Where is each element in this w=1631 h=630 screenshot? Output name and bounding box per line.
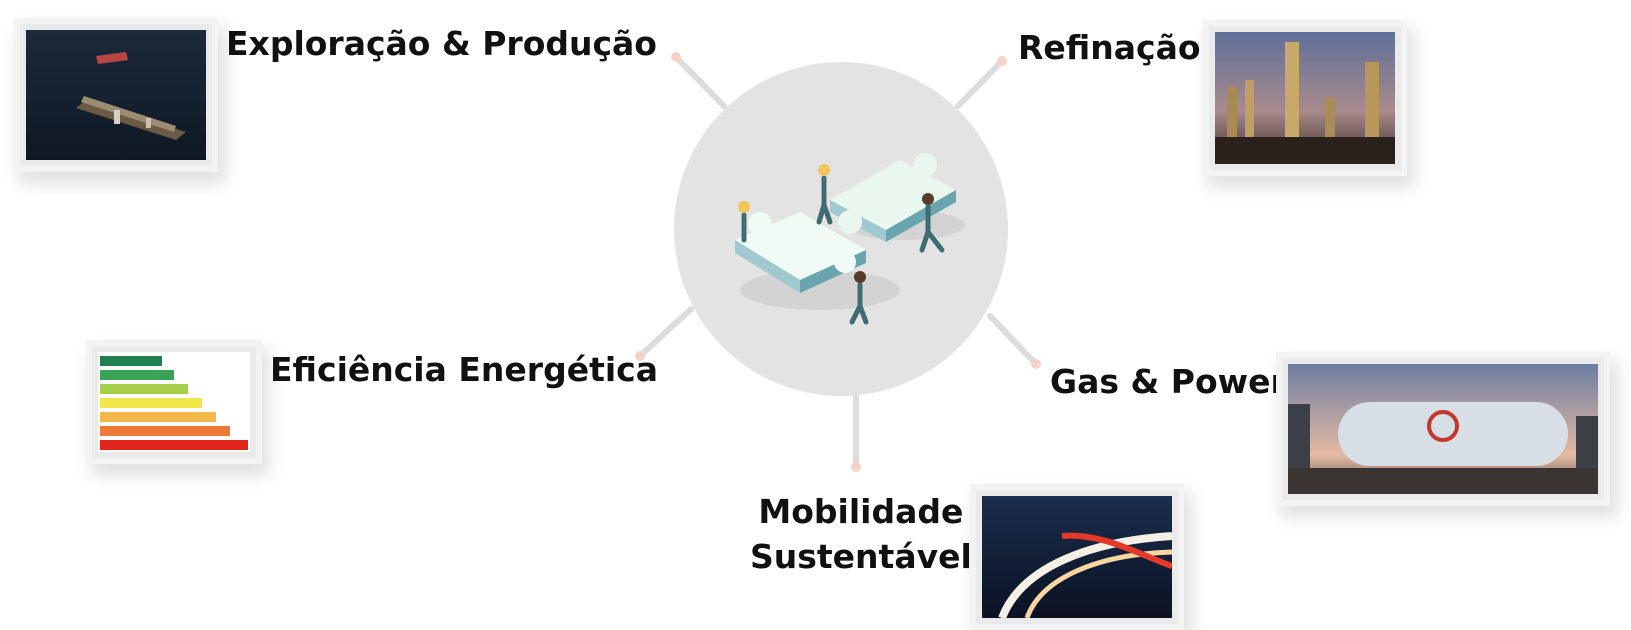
highway-light-trails-image (982, 496, 1172, 618)
connector-gas-power (987, 313, 1039, 367)
offshore-ship-image (26, 30, 206, 160)
label-gas-power: Gas & Power (1050, 362, 1287, 401)
connector-eficiencia (637, 306, 694, 359)
label-eficiencia: Eficiência Energética (270, 350, 658, 389)
puzzle-piece-right (830, 153, 956, 242)
puzzle-illustration (735, 153, 965, 325)
connector-dot (671, 52, 681, 62)
lng-tank-image (1288, 364, 1598, 494)
connector-dot (851, 462, 861, 472)
label-refinacao: Refinação (1018, 28, 1201, 67)
label-exploracao: Exploração & Produção (226, 24, 657, 63)
refinery-image (1215, 32, 1395, 164)
photo-refinery (1215, 32, 1395, 164)
connector-dot (997, 56, 1007, 66)
connector-refinacao (955, 58, 1005, 109)
photo-offshore-ship (26, 30, 206, 160)
connector-exploracao (673, 54, 727, 109)
label-mobilidade-line-1: Mobilidade (758, 492, 964, 531)
connector-dot (1031, 359, 1041, 369)
connector-dot (635, 351, 645, 361)
label-mobilidade-line-2: Sustentável (750, 536, 972, 576)
photo-highway (982, 496, 1172, 618)
energy-efficiency-chart-image (100, 356, 248, 450)
photo-lng-tank (1288, 364, 1598, 494)
worker-figures (741, 175, 945, 325)
photo-energy-label (98, 352, 250, 452)
puzzle-piece-left (735, 212, 866, 293)
label-mobilidade: Mobilidade Sustentável (750, 490, 972, 579)
